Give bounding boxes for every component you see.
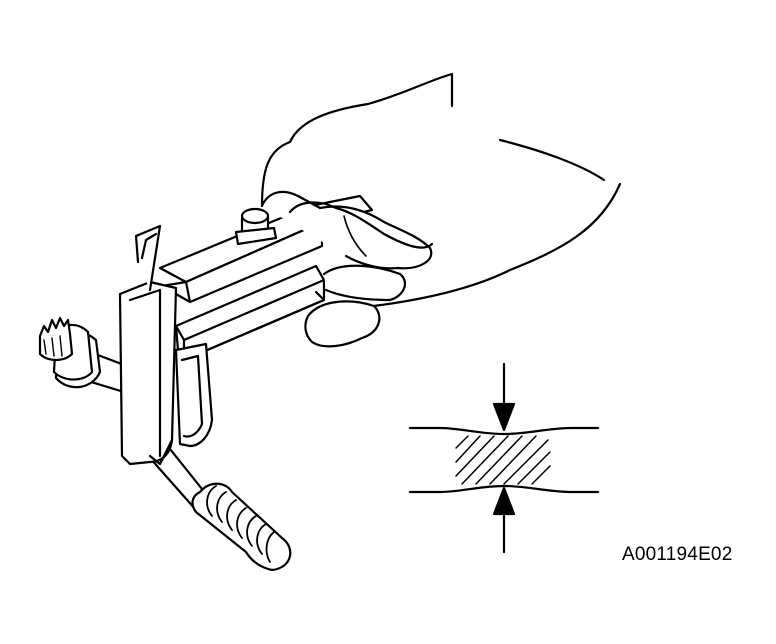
arrow-top-head bbox=[492, 402, 516, 432]
measurement-arrows bbox=[492, 362, 516, 554]
caliper-thumb-screw bbox=[234, 207, 278, 246]
hand-thumb bbox=[288, 201, 434, 249]
section-top-edge bbox=[408, 426, 600, 436]
bolt bbox=[38, 316, 292, 572]
cross-section-detail bbox=[408, 362, 600, 554]
section-bottom-edge bbox=[408, 484, 600, 494]
hand-fingers bbox=[322, 264, 407, 302]
hand-outline bbox=[260, 72, 454, 270]
caliper-fixed-jaw bbox=[118, 280, 178, 466]
arrow-bottom-head bbox=[492, 486, 516, 516]
bolt-shaft-lower bbox=[148, 442, 208, 512]
hand-palm-edge bbox=[372, 182, 622, 308]
hand bbox=[260, 72, 622, 348]
hand-wrist bbox=[450, 72, 606, 182]
bolt-serrated-cap bbox=[38, 316, 74, 362]
section-hatching bbox=[455, 435, 551, 485]
hand-index-finger bbox=[304, 300, 381, 348]
caliper-sliding-jaw bbox=[174, 342, 214, 448]
figure-code-label: A001194E02 bbox=[622, 544, 733, 565]
bolt-thread bbox=[191, 482, 292, 572]
